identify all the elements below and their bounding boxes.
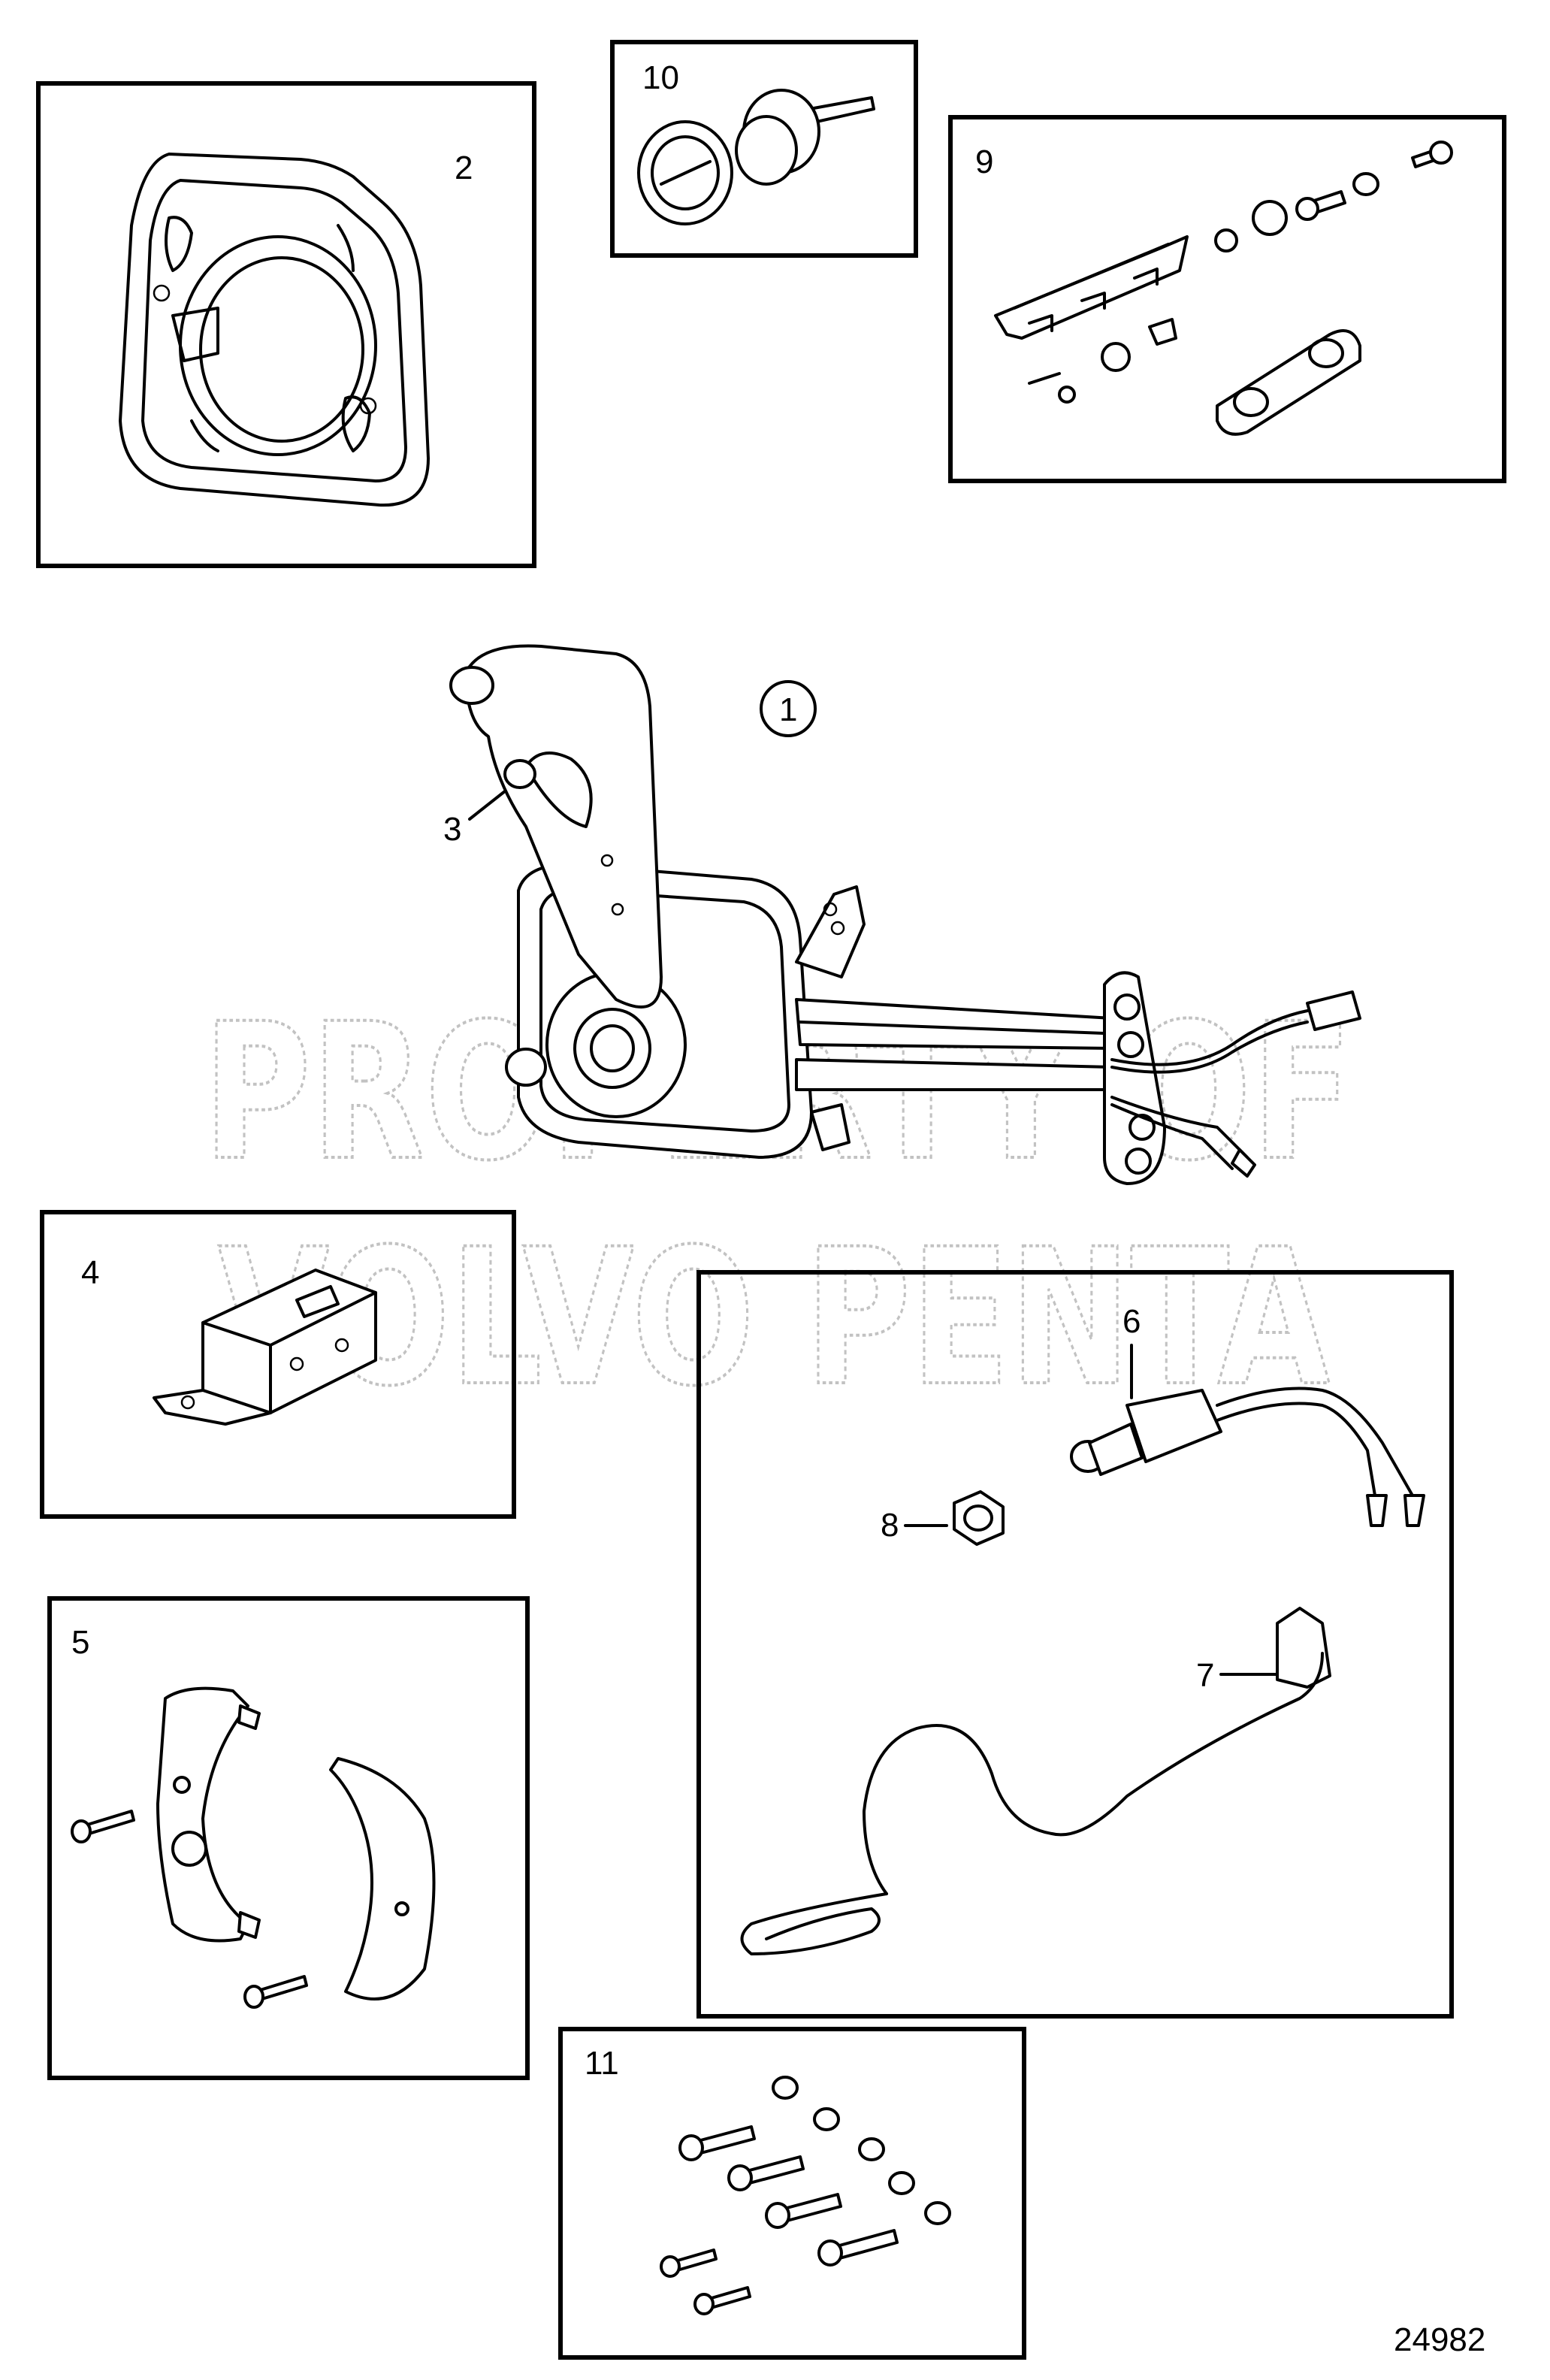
callout-1: 1 xyxy=(779,691,797,728)
callout-6: 6 xyxy=(1122,1303,1141,1340)
bezel-frame-part xyxy=(119,153,430,507)
callout-8: 8 xyxy=(881,1507,899,1544)
callout-7: 7 xyxy=(1196,1657,1214,1694)
callout-10: 10 xyxy=(642,59,679,96)
callout-1-circle xyxy=(760,680,817,737)
drawing-number: 24982 xyxy=(1394,2321,1485,2358)
microswitch-part xyxy=(153,1269,377,1426)
callout-5: 5 xyxy=(71,1624,89,1661)
box-4-frame xyxy=(40,1210,516,1519)
part-box-6-7-8: 6 8 7 xyxy=(696,1270,1454,2019)
watermark-line-2: VOLVO PENTA xyxy=(218,1208,1330,1427)
part-box-11: 11 xyxy=(558,2027,1026,2360)
part-box-5: 5 xyxy=(47,1596,530,2080)
callout-2: 2 xyxy=(455,150,473,186)
part-box-4: 4 xyxy=(40,1210,516,1519)
box-6-frame xyxy=(696,1270,1454,2019)
link-plate-part xyxy=(1216,329,1361,436)
part-box-2: 2 xyxy=(36,81,536,568)
neutral-switch-part xyxy=(1070,1387,1425,1527)
slide-plate-part xyxy=(994,235,1189,340)
screw-kit-part xyxy=(660,2076,951,2315)
callout-11: 11 xyxy=(585,2045,619,2082)
cover-right-part xyxy=(329,1757,436,2000)
control-lever-assembly: 1 3 xyxy=(443,644,1361,1185)
box-10-frame xyxy=(610,40,918,258)
cover-left-part xyxy=(156,1686,261,1943)
box-9-frame xyxy=(948,115,1506,483)
nut-part xyxy=(953,1490,1005,1546)
box-11-frame xyxy=(558,2027,1026,2360)
part-box-9: 9 xyxy=(948,115,1506,483)
callout-3: 3 xyxy=(443,811,461,848)
pin-plug-part xyxy=(735,89,875,186)
box-5-frame xyxy=(47,1596,530,2080)
callout-4: 4 xyxy=(81,1254,99,1291)
lanyard-part xyxy=(740,1607,1331,1955)
part-box-10: 10 xyxy=(610,40,918,258)
screws-part xyxy=(71,1810,308,2009)
callout-9: 9 xyxy=(975,144,993,180)
box-2-frame xyxy=(36,81,536,568)
plug-part xyxy=(637,120,733,225)
small-hardware xyxy=(1028,141,1453,404)
